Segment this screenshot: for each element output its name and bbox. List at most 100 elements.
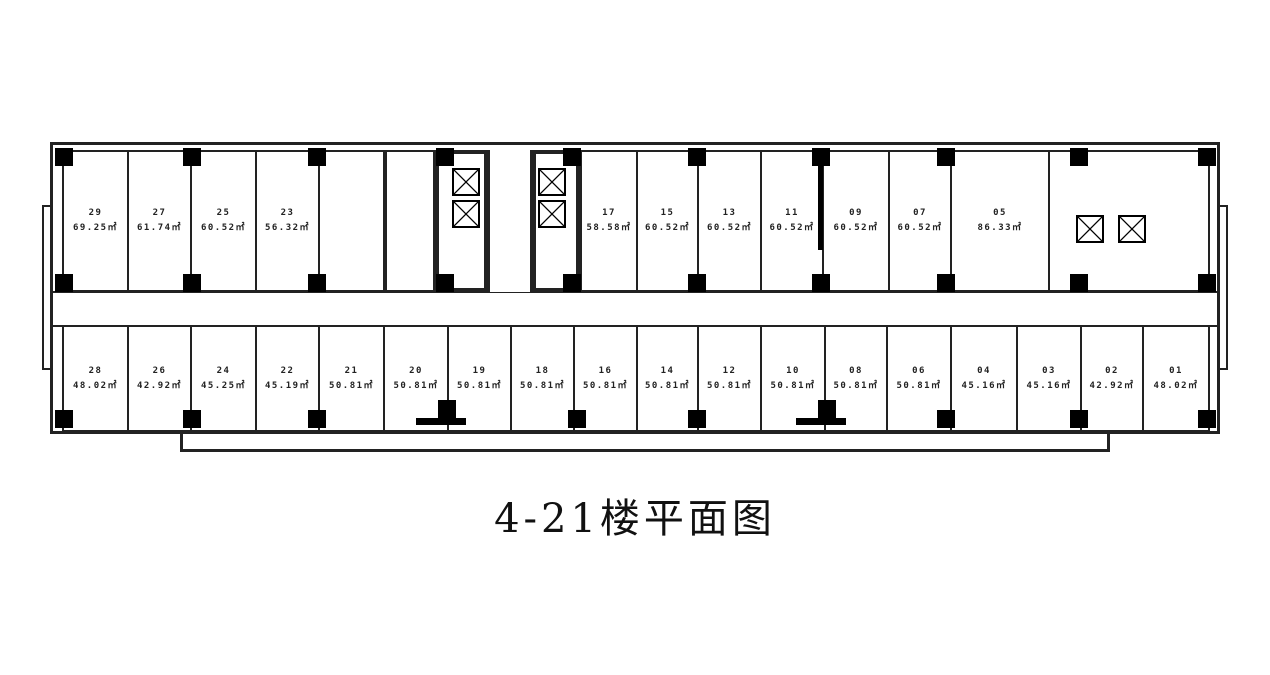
south-room: 28 48.02㎡ xyxy=(62,325,129,432)
room-number: 26 xyxy=(152,365,167,376)
structural-column xyxy=(55,148,73,166)
west-toilets xyxy=(385,150,435,292)
structural-column xyxy=(438,400,456,418)
room-area: 58.58㎡ xyxy=(586,223,632,233)
north-room: 09 60.52㎡ xyxy=(822,150,890,292)
room-area: 50.81㎡ xyxy=(770,380,816,391)
room-area: 50.81㎡ xyxy=(644,380,691,391)
structural-column xyxy=(1070,148,1088,166)
room-area: 60.52㎡ xyxy=(897,223,943,233)
room-area: 45.25㎡ xyxy=(200,380,247,391)
room-label: 20 50.81㎡ xyxy=(385,364,447,394)
structural-column xyxy=(183,148,201,166)
structural-beam xyxy=(416,418,466,425)
room-area: 45.16㎡ xyxy=(1026,380,1072,391)
structural-column xyxy=(55,274,73,292)
room-area: 61.74㎡ xyxy=(136,223,183,233)
room-number: 17 xyxy=(602,208,616,218)
room-number: 08 xyxy=(849,365,863,376)
structural-column xyxy=(563,274,581,292)
east-facade xyxy=(1218,205,1228,370)
structural-column xyxy=(937,410,955,428)
elevator-icon xyxy=(452,168,480,196)
structural-column xyxy=(1198,148,1216,166)
structural-column xyxy=(1198,274,1216,292)
room-area: 48.02㎡ xyxy=(72,380,119,391)
room-area: 69.25㎡ xyxy=(72,223,119,233)
structural-column xyxy=(1198,410,1216,428)
elevator-icon xyxy=(452,200,480,228)
structural-column xyxy=(812,274,830,292)
structural-column xyxy=(55,410,73,428)
room-area: 60.52㎡ xyxy=(200,223,247,233)
room-area: 50.81㎡ xyxy=(582,380,629,391)
room-area: 42.92㎡ xyxy=(1089,380,1135,391)
room-area: 45.19㎡ xyxy=(264,380,311,391)
room-number: 20 xyxy=(409,365,423,376)
room-number: 06 xyxy=(912,365,926,376)
structural-column xyxy=(1070,274,1088,292)
room-area: 50.81㎡ xyxy=(896,380,942,391)
room-label: 24 45.25㎡ xyxy=(192,364,255,394)
room-area: 60.52㎡ xyxy=(706,223,753,233)
room-number: 02 xyxy=(1105,365,1119,376)
south-room: 02 42.92㎡ xyxy=(1080,325,1144,432)
room-label: 07 60.52㎡ xyxy=(890,206,950,236)
west-facade xyxy=(42,205,52,370)
room-label: 06 50.81㎡ xyxy=(888,364,950,394)
room-number: 07 xyxy=(913,208,927,218)
elevator-core-central xyxy=(532,150,580,292)
room-area: 60.52㎡ xyxy=(833,223,879,233)
structural-beam xyxy=(796,418,846,425)
south-room: 10 50.81㎡ xyxy=(760,325,826,432)
structural-column xyxy=(1070,410,1088,428)
room-area: 56.32㎡ xyxy=(264,223,311,233)
room-label: 28 48.02㎡ xyxy=(64,364,127,394)
building-outline-south-extension xyxy=(180,430,1110,452)
room-number: 28 xyxy=(88,365,103,376)
north-room: 17 58.58㎡ xyxy=(580,150,638,292)
south-room: 24 45.25㎡ xyxy=(190,325,257,432)
elevator-icon xyxy=(538,168,566,196)
room-number: 21 xyxy=(344,365,359,376)
structural-column xyxy=(308,274,326,292)
structural-column xyxy=(563,148,581,166)
structural-column xyxy=(818,400,836,418)
room-number: 09 xyxy=(849,208,863,218)
elevator-lobby xyxy=(488,150,532,292)
room-number: 05 xyxy=(993,208,1007,218)
structural-column xyxy=(937,274,955,292)
elevator-icon xyxy=(1076,215,1104,243)
structural-column xyxy=(937,148,955,166)
room-area: 50.81㎡ xyxy=(393,380,439,391)
room-number: 10 xyxy=(786,365,800,376)
room-area: 50.81㎡ xyxy=(706,380,753,391)
structural-column xyxy=(308,410,326,428)
structural-column xyxy=(308,148,326,166)
room-number: 12 xyxy=(722,365,737,376)
room-number: 24 xyxy=(216,365,231,376)
room-area: 60.52㎡ xyxy=(644,223,691,233)
room-area: 45.16㎡ xyxy=(961,380,1007,391)
room-area: 48.02㎡ xyxy=(1153,380,1199,391)
